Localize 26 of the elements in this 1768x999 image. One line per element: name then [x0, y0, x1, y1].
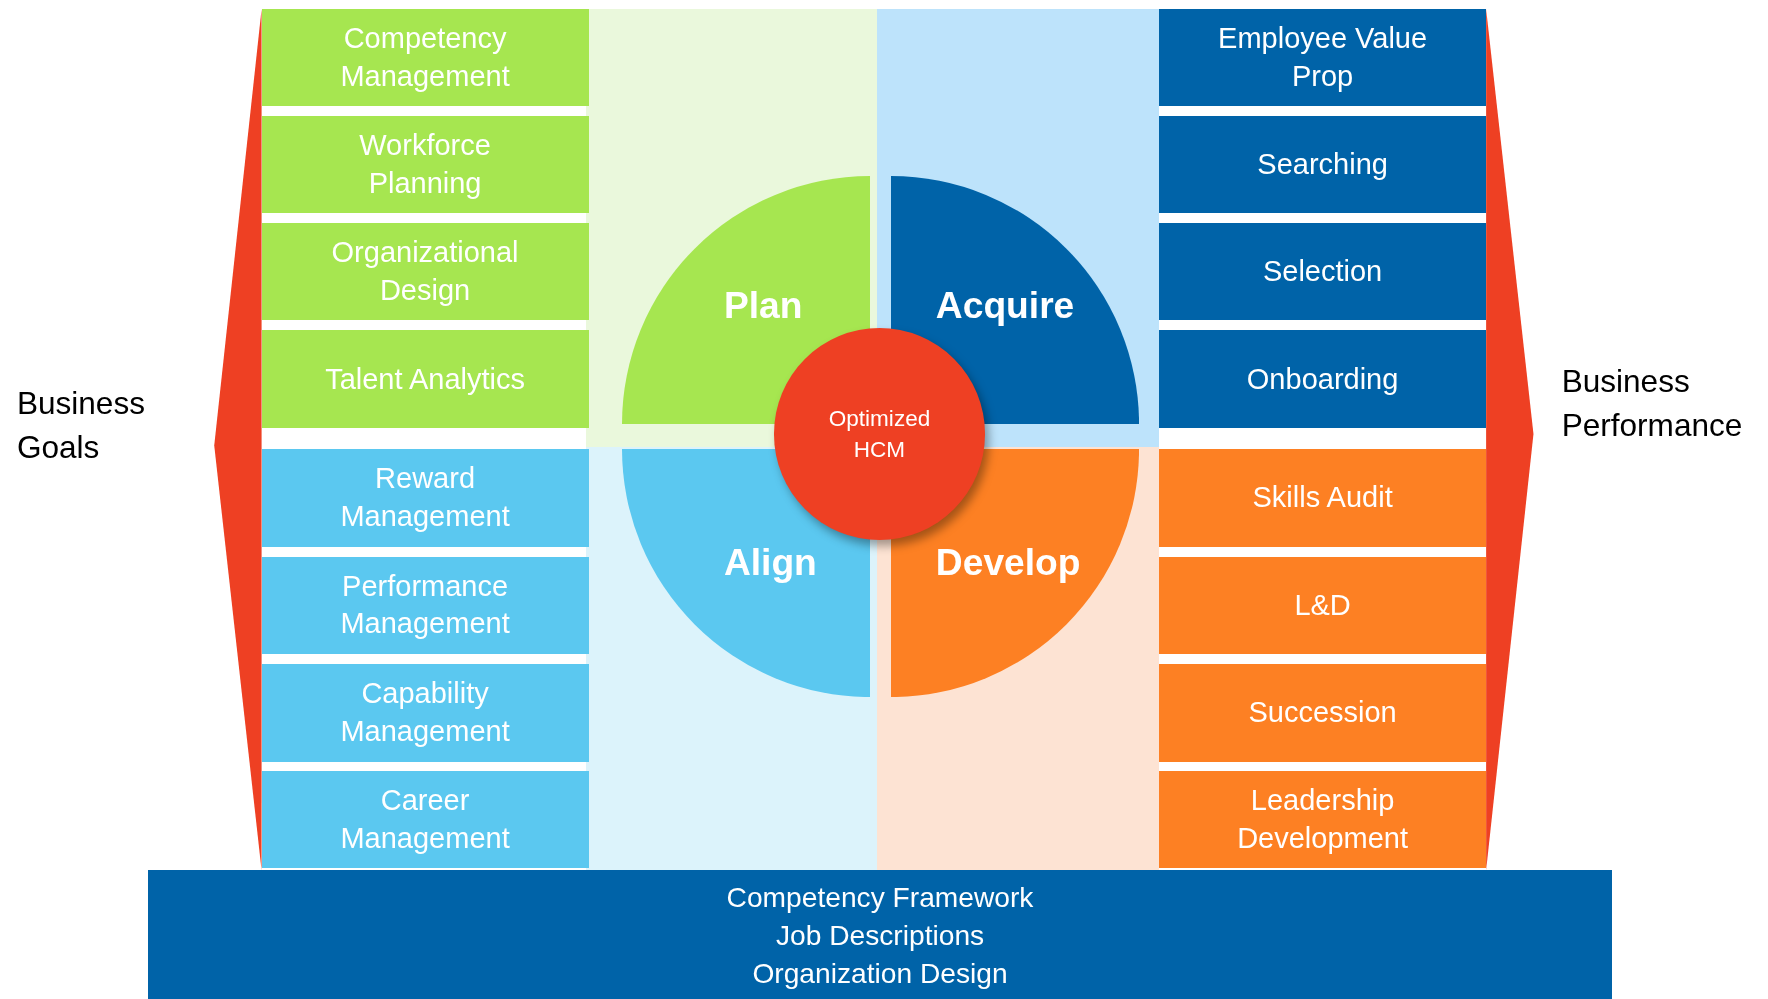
segment-label: Plan — [723, 284, 803, 328]
band-text: Competency Framework — [726, 879, 1034, 915]
category-box: Capability Management — [261, 664, 589, 763]
category-box: Competency Management — [261, 9, 589, 106]
category-box: Reward Management — [261, 448, 589, 547]
category-box: Talent Analytics — [261, 330, 589, 429]
segment-label: Develop — [935, 541, 1081, 585]
category-box: Searching — [1159, 116, 1487, 214]
foundation-band — [147, 870, 1613, 999]
category-box: Performance Management — [261, 557, 589, 654]
category-box: Selection — [1159, 223, 1487, 321]
band-text: Organization Design — [752, 955, 1008, 991]
category-box: Skills Audit — [1159, 448, 1487, 547]
category-box: L&D — [1159, 557, 1487, 654]
category-box: Succession — [1159, 664, 1487, 763]
category-box: Employee Value Prop — [1159, 9, 1487, 106]
side-label: Business Performance — [1561, 361, 1744, 445]
category-box: Onboarding — [1159, 330, 1487, 429]
category-box: Workforce Planning — [261, 116, 589, 214]
category-box: Leadership Development — [1159, 771, 1487, 869]
segment-label: Align — [723, 541, 817, 585]
segment-label: Acquire — [935, 284, 1075, 328]
band-text: Job Descriptions — [775, 917, 985, 953]
category-box: Career Management — [261, 771, 589, 869]
category-box: Organizational Design — [261, 223, 589, 321]
side-label: Business Goals — [16, 384, 146, 468]
